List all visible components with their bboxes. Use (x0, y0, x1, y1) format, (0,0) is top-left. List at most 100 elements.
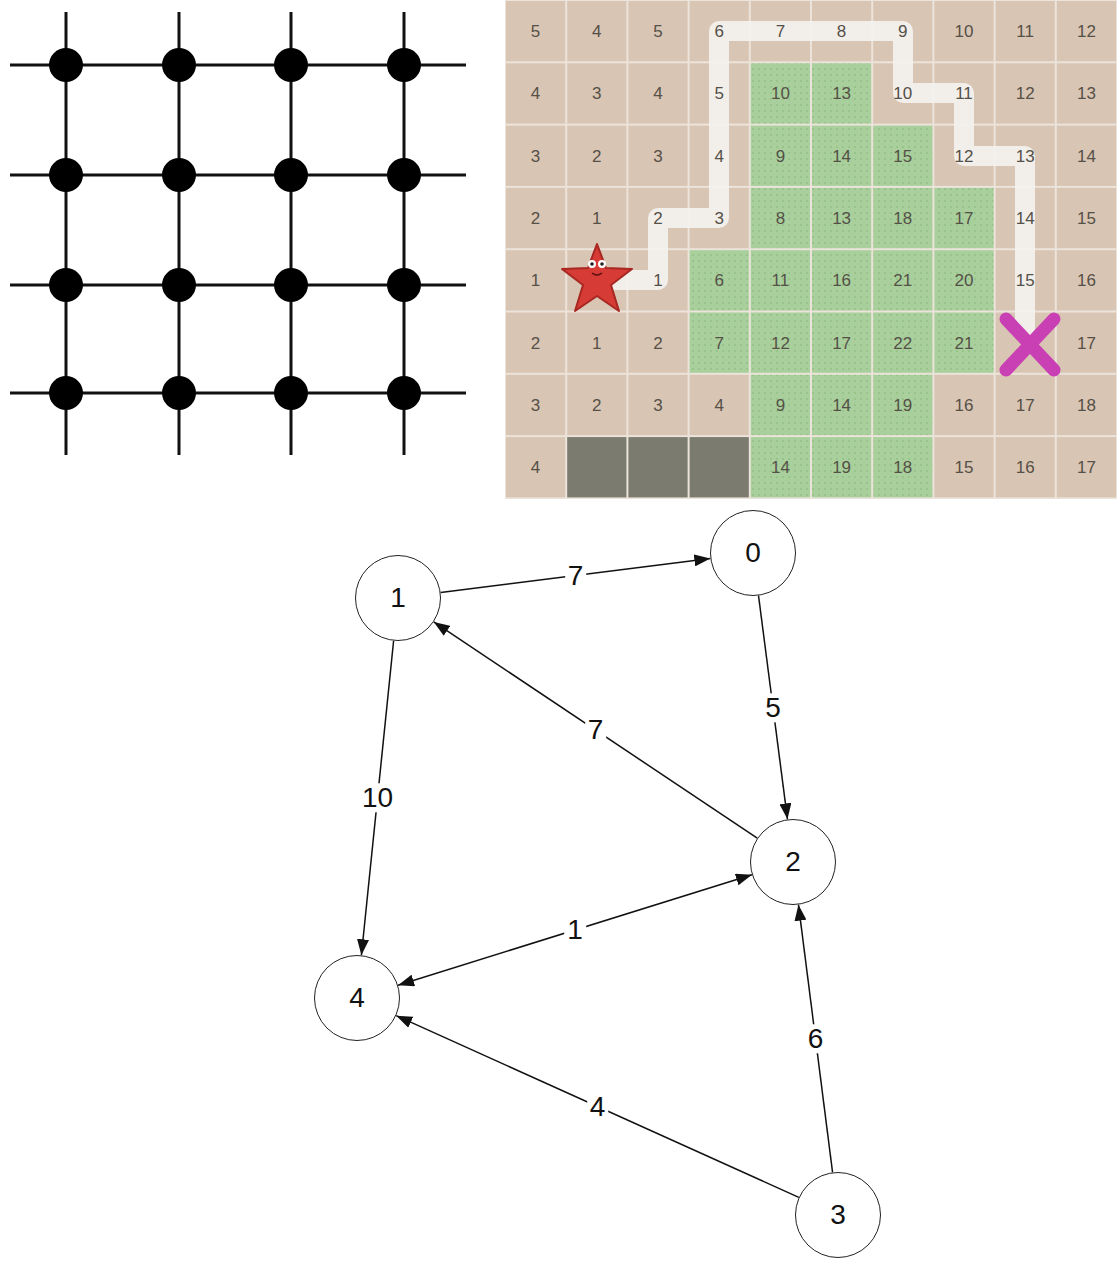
directed-edge (441, 558, 711, 592)
grid-cell (506, 1, 565, 61)
cost-number: 7 (714, 334, 723, 351)
cost-number: 17 (955, 210, 974, 227)
edge-weight: 7 (565, 561, 587, 590)
graph-vertex: 3 (795, 1172, 881, 1258)
grid-cell (1057, 375, 1116, 435)
grid-cell (751, 126, 810, 186)
grid-cell (1057, 313, 1116, 373)
cost-number: 10 (771, 85, 790, 102)
vertex-number: 3 (830, 1201, 846, 1229)
cost-number: 13 (832, 210, 851, 227)
grid-cell (873, 375, 932, 435)
cost-number: 14 (832, 396, 851, 413)
vertex-number: 1 (390, 584, 406, 612)
grid-cell (567, 437, 626, 497)
grid-cell (751, 188, 810, 248)
edge-weight: 10 (359, 783, 396, 812)
grid-cell (934, 1, 993, 61)
grid-cell (873, 126, 932, 186)
grid-cell (690, 375, 749, 435)
cost-number: 18 (1077, 396, 1096, 413)
cost-number: 17 (1077, 459, 1096, 476)
grid-cell (567, 126, 626, 186)
cost-number: 4 (653, 85, 662, 102)
cost-number: 1 (592, 334, 601, 351)
grid-cell (1057, 1, 1116, 61)
edge-weight: 6 (805, 1024, 827, 1053)
cost-number: 13 (1077, 85, 1096, 102)
grid-cell (812, 250, 871, 310)
cost-number: 17 (1016, 396, 1035, 413)
grid-cell (628, 437, 687, 497)
cost-number: 13 (832, 85, 851, 102)
grid-cell (751, 250, 810, 310)
cost-number: 12 (955, 147, 974, 164)
vertex-number: 2 (785, 848, 801, 876)
grid-cell (567, 63, 626, 123)
directed-edge (396, 1016, 799, 1198)
grid-cell (690, 437, 749, 497)
grid-cell (934, 313, 993, 373)
grid-ground (505, 0, 1117, 499)
cost-number: 14 (832, 147, 851, 164)
grid-cell (628, 126, 687, 186)
cost-number: 9 (776, 147, 785, 164)
grid-cell (934, 375, 993, 435)
cost-number: 14 (1016, 210, 1035, 227)
grid-cell (1057, 188, 1116, 248)
grid-cell (873, 437, 932, 497)
cost-number: 22 (893, 334, 912, 351)
grid-cell (1057, 437, 1116, 497)
cost-number: 3 (653, 147, 662, 164)
cost-number: 10 (893, 85, 912, 102)
cost-number: 15 (1077, 210, 1096, 227)
cost-number: 9 (898, 23, 907, 40)
cost-number: 15 (955, 459, 974, 476)
cost-number: 16 (955, 396, 974, 413)
grid-cell (690, 250, 749, 310)
grid-cell (506, 437, 565, 497)
cost-number: 14 (771, 459, 790, 476)
grid-graph (10, 12, 466, 455)
directed-edge (434, 622, 758, 838)
cost-number: 4 (714, 396, 723, 413)
cost-number: 12 (1016, 85, 1035, 102)
cost-number: 15 (1016, 272, 1035, 289)
grid-cell (1057, 250, 1116, 310)
cost-number: 1 (653, 272, 662, 289)
cost-number: 2 (531, 334, 540, 351)
grid-cell (506, 250, 565, 310)
cost-number: 13 (1016, 147, 1035, 164)
grid-cell (812, 63, 871, 123)
cost-number: 19 (893, 396, 912, 413)
edge-weight: 1 (564, 915, 586, 944)
vertex-number: 0 (745, 539, 761, 567)
grid-cell (751, 63, 810, 123)
cost-number: 8 (837, 23, 846, 40)
edge-weight: 4 (587, 1092, 609, 1121)
cost-number: 4 (531, 85, 540, 102)
grid-cell (812, 437, 871, 497)
cost-number: 1 (531, 272, 540, 289)
cost-number: 9 (776, 396, 785, 413)
grid-cell (628, 63, 687, 123)
grid-cell (567, 188, 626, 248)
grid-cell (628, 1, 687, 61)
grid-cell (873, 313, 932, 373)
cost-number: 12 (771, 334, 790, 351)
cost-number: 2 (653, 334, 662, 351)
cost-number: 5 (653, 23, 662, 40)
cost-number: 6 (714, 272, 723, 289)
grid-cell (996, 63, 1055, 123)
grid-cell (1057, 63, 1116, 123)
cost-number: 5 (531, 23, 540, 40)
cost-number: 2 (592, 396, 601, 413)
cost-number: 6 (714, 23, 723, 40)
grid-cell (934, 437, 993, 497)
grid-cell (506, 375, 565, 435)
grid-cell (567, 375, 626, 435)
cost-number: 3 (592, 85, 601, 102)
graph-vertex: 1 (355, 555, 441, 641)
cost-number: 2 (531, 210, 540, 227)
